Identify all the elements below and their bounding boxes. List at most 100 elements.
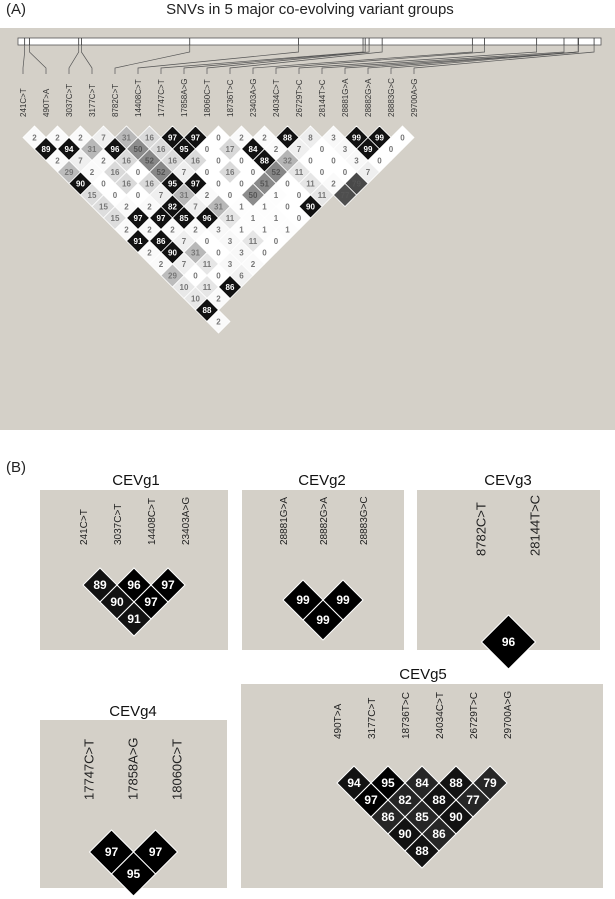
group-snv-label: 18736T>C bbox=[401, 692, 412, 739]
ld-value: 97 bbox=[191, 134, 200, 143]
ld-value: 0 bbox=[205, 237, 210, 246]
group-ld-cell bbox=[404, 833, 440, 869]
ld-value: 84 bbox=[249, 145, 258, 154]
ld-value: 16 bbox=[122, 180, 131, 189]
ld-value: 95 bbox=[168, 180, 177, 189]
panel-a-background bbox=[0, 28, 615, 430]
snv-label: 28144T>C bbox=[318, 79, 327, 117]
ld-value: 2 bbox=[55, 157, 60, 166]
ld-value: 2 bbox=[147, 249, 152, 258]
group-ld-value: 99 bbox=[296, 593, 310, 607]
snv-label: 17747C>T bbox=[157, 79, 166, 117]
snv-label: 241C>T bbox=[19, 88, 28, 117]
ld-value: 32 bbox=[283, 157, 292, 166]
ld-value: 3 bbox=[343, 145, 348, 154]
ld-value: 7 bbox=[182, 237, 187, 246]
ld-value: 31 bbox=[191, 249, 200, 258]
ld-value: 82 bbox=[168, 203, 177, 212]
snv-label: 18736T>C bbox=[226, 79, 235, 117]
ld-value: 0 bbox=[297, 214, 302, 223]
ld-value: 2 bbox=[331, 180, 336, 189]
ld-value: 17 bbox=[226, 145, 235, 154]
ld-value: 16 bbox=[157, 145, 166, 154]
group-ld-value: 96 bbox=[502, 635, 516, 649]
ld-value: 7 bbox=[297, 145, 302, 154]
position-connector bbox=[160, 45, 364, 74]
ld-value: 16 bbox=[226, 168, 235, 177]
position-connector bbox=[390, 45, 579, 74]
group-ld-value: 94 bbox=[347, 776, 361, 790]
ld-value: 2 bbox=[193, 226, 198, 235]
group-ld-value: 97 bbox=[364, 793, 378, 807]
group-snv-label: 17858A>G bbox=[126, 737, 141, 800]
position-connector bbox=[206, 45, 370, 74]
ld-value: 31 bbox=[180, 191, 189, 200]
ld-value: 11 bbox=[295, 168, 304, 177]
group-ld-value: 97 bbox=[161, 578, 175, 592]
ld-value: 0 bbox=[216, 157, 221, 166]
ld-value: 29 bbox=[65, 168, 74, 177]
position-connector bbox=[183, 45, 366, 74]
ld-value: 97 bbox=[157, 214, 166, 223]
ld-value: 10 bbox=[180, 283, 189, 292]
ld-value: 1 bbox=[274, 191, 279, 200]
group-title: CEVg1 bbox=[112, 472, 160, 489]
group-ld-value: 99 bbox=[336, 593, 350, 607]
ld-value: 0 bbox=[262, 249, 267, 258]
ld-value: 2 bbox=[90, 168, 95, 177]
position-connector bbox=[114, 45, 191, 74]
group-snv-label: 241C>T bbox=[79, 509, 90, 545]
ld-value: 94 bbox=[65, 145, 74, 154]
ld-value: 50 bbox=[249, 191, 258, 200]
ld-value: 16 bbox=[145, 134, 154, 143]
group-title: CEVg3 bbox=[484, 472, 532, 489]
ld-value: 2 bbox=[216, 295, 221, 304]
panel-a-title: SNVs in 5 major co-evolving variant grou… bbox=[166, 1, 454, 18]
ld-value: 0 bbox=[136, 191, 141, 200]
group-snv-label: 8782C>T bbox=[474, 502, 489, 556]
ld-value: 0 bbox=[400, 134, 405, 143]
group-ld-cell bbox=[480, 614, 537, 670]
ld-value: 86 bbox=[226, 283, 235, 292]
ld-value: 0 bbox=[274, 237, 279, 246]
panel-b-tag: (B) bbox=[6, 459, 26, 476]
group-title: CEVg4 bbox=[109, 703, 157, 720]
ld-value: 86 bbox=[157, 237, 166, 246]
snv-label: 28883G>C bbox=[387, 78, 396, 117]
group-ld-value: 88 bbox=[415, 844, 429, 858]
group-snv-label: 18060C>T bbox=[170, 739, 185, 800]
ld-value: 0 bbox=[113, 191, 118, 200]
genome-position-bar bbox=[17, 37, 602, 46]
ld-value: 91 bbox=[134, 237, 143, 246]
group-ld-value: 89 bbox=[93, 578, 107, 592]
ld-value: 0 bbox=[216, 272, 221, 281]
group-snv-label: 3037C>T bbox=[113, 504, 124, 545]
ld-value: 15 bbox=[99, 203, 108, 212]
ld-value: 3 bbox=[354, 157, 359, 166]
ld-value: 96 bbox=[203, 214, 212, 223]
ld-value: 7 bbox=[182, 260, 187, 269]
ld-value: 16 bbox=[111, 168, 120, 177]
position-connector bbox=[275, 45, 485, 74]
ld-value: 52 bbox=[157, 168, 166, 177]
group-snv-label: 23403A>G bbox=[181, 497, 192, 545]
ld-value: 31 bbox=[122, 134, 131, 143]
ld-cell bbox=[332, 182, 358, 208]
group-ld-value: 95 bbox=[127, 867, 141, 881]
ld-value: 0 bbox=[285, 180, 290, 189]
ld-value: 11 bbox=[318, 191, 327, 200]
ld-value: 3 bbox=[228, 260, 233, 269]
ld-value: 88 bbox=[203, 306, 212, 315]
group-ld-value: 79 bbox=[483, 776, 497, 790]
ld-value: 15 bbox=[111, 214, 120, 223]
ld-value: 90 bbox=[306, 203, 315, 212]
group-ld-value: 90 bbox=[110, 595, 124, 609]
ld-value: 0 bbox=[320, 168, 325, 177]
ld-value: 10 bbox=[191, 295, 200, 304]
ld-value: 15 bbox=[88, 191, 97, 200]
ld-value: 2 bbox=[205, 191, 210, 200]
ld-value: 1 bbox=[262, 226, 267, 235]
